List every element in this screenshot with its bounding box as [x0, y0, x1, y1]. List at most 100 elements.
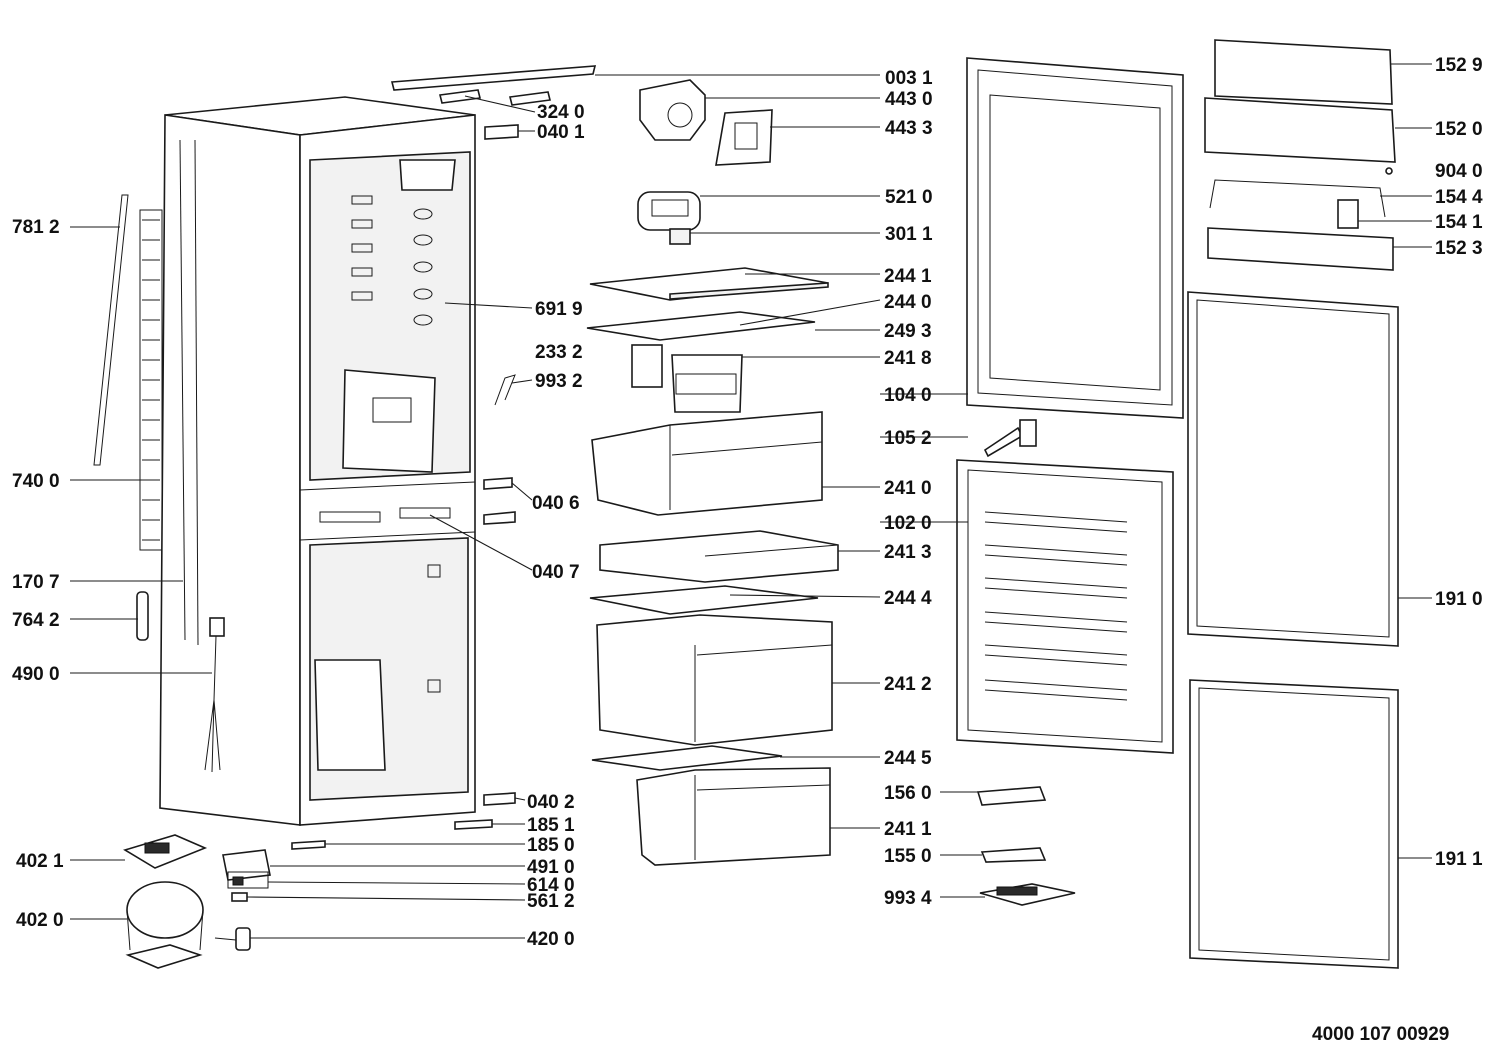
compressor: [125, 881, 204, 969]
ice-tray-lower: [980, 847, 1047, 863]
glass-shelf-freezer-lower: [591, 745, 783, 771]
part-label: 490 0: [12, 664, 60, 685]
part-label: 443 0: [885, 89, 933, 110]
glass-shelf-freezer-upper: [589, 585, 819, 615]
part-label: 561 2: [527, 891, 575, 912]
part-label: 241 3: [884, 542, 932, 563]
part-label: 491 0: [527, 857, 575, 878]
part-label: 191 0: [1435, 589, 1483, 610]
part-label: 040 2: [527, 792, 575, 813]
part-label: 764 2: [12, 610, 60, 631]
part-label: 185 1: [527, 815, 575, 836]
part-label: 324 0: [537, 102, 585, 123]
part-label: 993 2: [535, 371, 583, 392]
bottle-retainer: [1209, 179, 1386, 218]
thermostat-housing: [637, 191, 701, 231]
part-labels: 781 2 740 0 170 7 764 2 490 0 402 1 402 …: [12, 55, 1483, 950]
condenser-coil: [139, 209, 163, 551]
run-capacitor: [214, 927, 251, 951]
door-hinge-parts: [983, 419, 1037, 458]
part-label: 152 9: [1435, 55, 1483, 76]
compressor-mount: [123, 834, 208, 869]
part-label: 740 0: [12, 471, 60, 492]
part-label: 402 1: [16, 851, 64, 872]
part-label: 249 3: [884, 321, 932, 342]
accumulator-pack: [979, 883, 1076, 906]
leader-lines: [70, 63, 1432, 939]
door-bottle-shelf: [1207, 227, 1394, 271]
start-capacitor: [231, 892, 248, 902]
part-label: 301 1: [885, 224, 933, 245]
crisper-upper: [591, 411, 823, 516]
egg-tray-holder: [631, 344, 663, 388]
filter-drier: [136, 591, 149, 641]
fan-cover: [715, 109, 773, 166]
part-label: 155 0: [884, 846, 932, 867]
part-label: 993 4: [884, 888, 932, 909]
top-cover: [390, 65, 597, 91]
part-label: 521 0: [885, 187, 933, 208]
light-connector: [494, 374, 516, 406]
part-label: 154 1: [1435, 212, 1483, 233]
part-label: 244 5: [884, 748, 932, 769]
part-label: 904 0: [1435, 161, 1483, 182]
fridge-door-gasket: [1187, 291, 1399, 647]
relay-box: [222, 849, 271, 889]
cabinet-body: [159, 96, 476, 826]
part-label: 152 3: [1435, 238, 1483, 259]
part-label: 241 0: [884, 478, 932, 499]
middle-hinge-clip: [483, 477, 513, 490]
part-label: 691 9: [535, 299, 583, 320]
part-label: 443 3: [885, 118, 933, 139]
part-label: 040 7: [532, 562, 580, 583]
part-label: 241 2: [884, 674, 932, 695]
ice-tray-upper: [976, 786, 1047, 806]
freezer-drawer-small: [636, 767, 831, 866]
small-pin: [1385, 167, 1393, 175]
middle-hinge: [483, 511, 516, 525]
drain-tube: [93, 194, 129, 466]
freezer-door-gasket: [1189, 679, 1399, 969]
cabinet-shelf-supports: [351, 195, 433, 326]
glass-shelf-top: [589, 267, 829, 301]
foot: [291, 840, 326, 850]
top-hinge-clips: [439, 89, 551, 106]
part-label: 185 0: [527, 835, 575, 856]
thermostat-knob: [669, 228, 691, 245]
part-label: 244 0: [884, 292, 932, 313]
part-label: 402 0: [16, 910, 64, 931]
part-label: 244 1: [884, 266, 932, 287]
foot-bracket: [454, 819, 493, 830]
part-label: 170 7: [12, 572, 60, 593]
freezer-door-liner: [956, 459, 1174, 754]
part-label: 233 2: [535, 342, 583, 363]
part-label: 003 1: [885, 68, 933, 89]
part-label: 420 0: [527, 929, 575, 950]
fridge-door-liner: [966, 57, 1184, 419]
document-number: 4000 107 00929: [1312, 1024, 1449, 1045]
glass-shelf-middle: [586, 311, 816, 341]
chiller-drawer: [671, 354, 743, 413]
part-label: 156 0: [884, 783, 932, 804]
part-label: 040 1: [537, 122, 585, 143]
power-cord: [204, 617, 225, 773]
dairy-compartment-lid: [1214, 39, 1393, 105]
part-label: 614 0: [527, 875, 575, 896]
top-hinge: [484, 124, 519, 140]
part-label: 241 8: [884, 348, 932, 369]
part-label: 191 1: [1435, 849, 1483, 870]
part-label: 241 1: [884, 819, 932, 840]
part-label: 781 2: [12, 217, 60, 238]
part-label: 040 6: [532, 493, 580, 514]
part-label: 244 4: [884, 588, 932, 609]
part-label: 104 0: [884, 385, 932, 406]
part-label: 105 2: [884, 428, 932, 449]
bottom-hinge: [483, 792, 516, 806]
crisper-tray: [599, 530, 839, 583]
part-label: 102 0: [884, 513, 932, 534]
fan-motor: [639, 79, 706, 141]
part-label: 152 0: [1435, 119, 1483, 140]
freezer-drawer-large: [596, 614, 833, 746]
bottle-retainer-clip: [1337, 199, 1359, 229]
